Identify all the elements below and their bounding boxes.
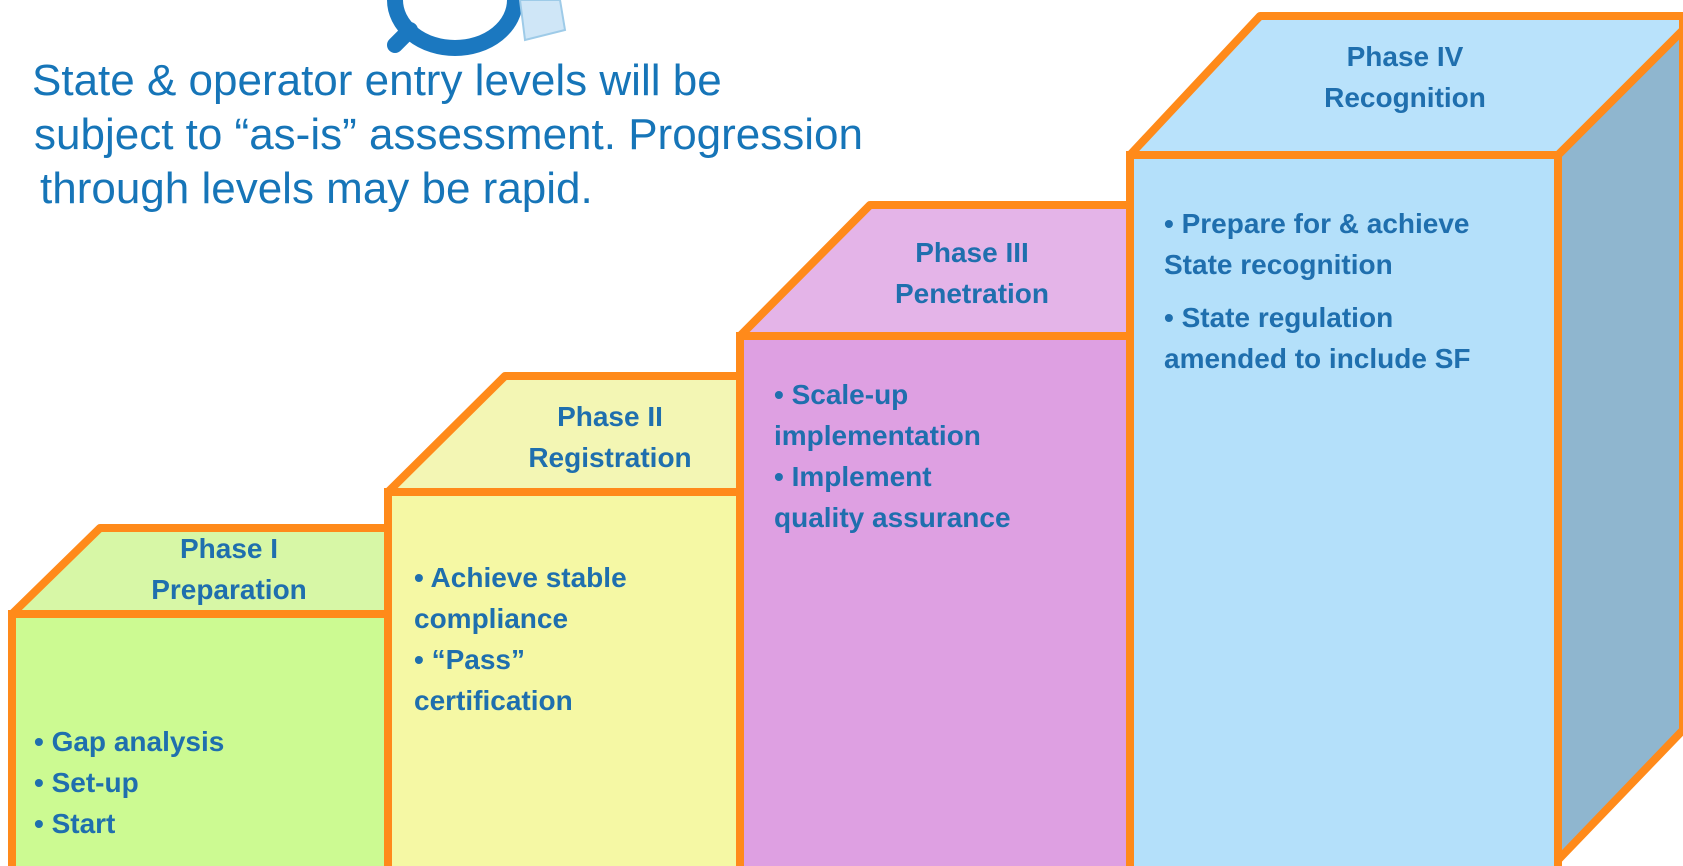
phase-3-item: • Scale-up [774, 379, 909, 410]
phase-1-title-number: Phase I [179, 533, 279, 564]
phase-1-front-face [8, 610, 392, 866]
phase-4-block [1126, 12, 1683, 866]
phase-4-item: amended to include SF [1164, 343, 1471, 374]
phase-1-block [8, 524, 392, 866]
phase-1-item: • Gap analysis [34, 726, 225, 757]
phase-4-items: • Prepare for & achieve State recognitio… [1164, 203, 1470, 379]
phase-4-item: • Prepare for & achieve [1164, 208, 1470, 239]
intro-line-1: State & operator entry levels will be [32, 56, 722, 105]
phase-1-item: • Start [34, 808, 116, 839]
phase-1-items: • Gap analysis • Set-up • Start [34, 721, 224, 844]
phase-1-title: Phase I Preparation [130, 528, 328, 610]
phase-1-item: • Set-up [34, 767, 139, 798]
phase-3-item: quality assurance [774, 502, 1011, 533]
phase-4-title: Phase IV Recognition [1290, 36, 1520, 118]
phase-4-title-name: Recognition [1324, 82, 1486, 113]
phase-4-item: State recognition [1164, 249, 1393, 280]
magnifier-logo-icon [387, 0, 567, 56]
phase-3-block [736, 201, 1134, 866]
phase-2-items: • Achieve stable compliance • “Pass” cer… [414, 557, 627, 721]
phase-4-item: • State regulation [1164, 302, 1394, 333]
phase-2-item: compliance [414, 603, 569, 634]
phase-2-item: • Achieve stable [414, 562, 627, 593]
phase-3-items: • Scale-up implementation • Implement qu… [774, 374, 1011, 538]
intro-line-3: through levels may be rapid. [40, 164, 593, 213]
phase-4-side-face [1554, 26, 1683, 864]
phase-2-title-number: Phase II [557, 401, 663, 432]
phase-1-title-name: Preparation [151, 574, 307, 605]
phase-3-item: • Implement [774, 461, 932, 492]
phase-2-item: certification [414, 685, 573, 716]
phase-3-title-number: Phase III [915, 237, 1029, 268]
phase-2-title: Phase II Registration [505, 396, 715, 478]
phase-3-title-name: Penetration [894, 278, 1050, 309]
phase-4-front-face [1126, 151, 1562, 866]
phase-2-item: • “Pass” [414, 644, 525, 675]
phase-2-title-name: Registration [528, 442, 692, 473]
phase-3-item: implementation [774, 420, 981, 451]
phase-2-block [384, 372, 744, 866]
intro-text: State & operator entry levels will be su… [32, 54, 1032, 216]
phase-3-title: Phase III Penetration [862, 232, 1082, 314]
phase-4-title-number: Phase IV [1346, 41, 1464, 72]
intro-line-2: subject to “as-is” assessment. Progressi… [34, 110, 863, 159]
